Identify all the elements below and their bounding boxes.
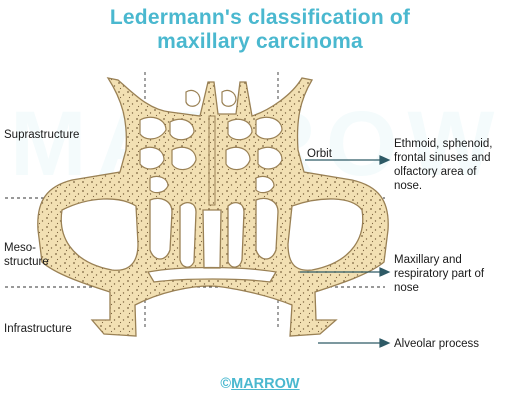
air-cell [221, 89, 237, 107]
label-orbit: Orbit [307, 148, 332, 160]
label-maxillary-line-1: Maxillary and [394, 254, 462, 266]
label-infrastructure: Infrastructure [4, 323, 72, 335]
copyright-symbol: © [220, 376, 232, 392]
air-cell [149, 175, 169, 194]
air-cell [255, 175, 275, 194]
label-maxillary-line-2: respiratory part of [394, 268, 485, 280]
air-cell [169, 118, 195, 141]
copyright-brand: MARROW [231, 376, 300, 392]
label-ethmoid-line-1: Ethmoid, sphenoid, [394, 138, 493, 150]
label-mesostructure-line-1: Meso- [4, 242, 36, 254]
air-cell [171, 146, 197, 171]
arrow-to-maxillary-label [300, 267, 391, 277]
label-ethmoid-line-3: olfactory area of [394, 166, 477, 178]
label-ethmoid-line-2: frontal sinuses and [394, 152, 491, 164]
label-suprastructure: Suprastructure [4, 129, 80, 141]
air-cell [255, 116, 283, 140]
air-cell [139, 146, 165, 170]
air-cell [225, 146, 251, 171]
copyright-notice: ©MARROW [0, 376, 520, 392]
air-cell [185, 89, 201, 107]
diagram-title-line-1: Ledermann's classification of [109, 6, 411, 29]
label-mesostructure-line-2: structure [4, 256, 49, 268]
diagram-title-line-2: maxillary carcinoma [157, 30, 363, 53]
arrow-to-alveolar-label [318, 338, 391, 348]
label-alveolar-process: Alveolar process [394, 338, 480, 350]
nasal-septum [208, 115, 216, 206]
air-cell [257, 146, 283, 170]
bone-structure [37, 77, 389, 337]
air-cell [227, 118, 253, 141]
pointer-arrows [300, 155, 391, 348]
label-ethmoid-line-4: nose. [394, 180, 423, 192]
label-maxillary-line-3: nose [394, 282, 419, 294]
air-cell [139, 116, 167, 140]
arrow-to-ethmoid-label [305, 155, 391, 165]
ethmoid-air-cells [139, 89, 283, 194]
